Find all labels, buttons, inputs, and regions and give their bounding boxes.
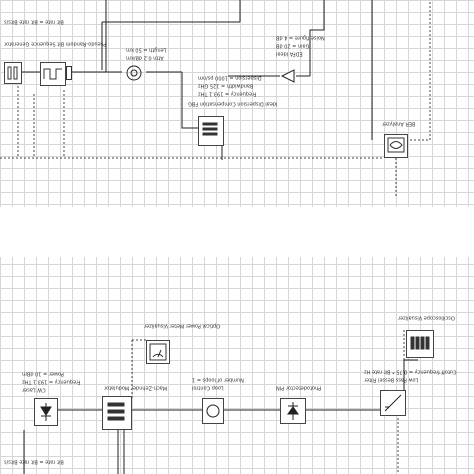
ber-analyzer-block[interactable]: [384, 134, 408, 158]
oscilloscope-label: Oscilloscope Visualizer: [398, 314, 455, 321]
fbg-frequency-label: Frequency = 193.1 THz: [198, 90, 257, 97]
upper-rate-label: Bit rate = Bit rate Bits/s: [4, 18, 64, 25]
fiber-spool-icon: [126, 65, 142, 81]
pulse-icon: [43, 68, 62, 80]
modulator-label: Mach-Zehnder Modulator: [104, 384, 168, 391]
eye-diagram-icon: [387, 137, 405, 153]
oscilloscope-icon: [410, 336, 430, 350]
photodetector-block[interactable]: [280, 398, 306, 424]
filter-curve-icon: [384, 394, 402, 412]
grating-icon: [202, 122, 218, 136]
photodiode-icon: [287, 402, 299, 420]
oscilloscope-block[interactable]: [406, 330, 434, 358]
power-meter-label: Optical Power Meter Visualizer: [144, 322, 221, 329]
circulator-icon: [206, 404, 220, 418]
prbs-generator-block[interactable]: [4, 62, 22, 84]
cw-frequency-label: Frequency = 193.1 THz: [22, 378, 81, 385]
amplifier-triangle-icon: [280, 69, 295, 83]
cw-power-label: Power = 10 dBm: [22, 370, 64, 377]
loop-control-block[interactable]: [202, 398, 224, 424]
fbg-name-label: Ideal Dispersion Compensation FBG: [188, 100, 278, 107]
output-port: [66, 66, 72, 80]
prbs-label: Pseudo-Random Bit Sequence Generator: [4, 40, 107, 47]
cw-name-label: CW Laser: [22, 386, 46, 393]
edfa-gain-label: Gain = 20 dB: [276, 42, 310, 49]
loops-label: Number of loops = 1: [192, 376, 244, 383]
lpf-name-label: Low Pass Bessel Filter: [364, 376, 419, 383]
laser-diode-icon: [40, 403, 52, 421]
fiber-length-label: Length = 50 km: [126, 46, 167, 53]
fbg-bandwidth-label: Bandwidth = 125 GHz: [198, 82, 254, 89]
fbg-dispersion-label: Dispersion = 1000 ps/nm: [198, 74, 262, 81]
lpf-cutoff-label: Cutoff frequency = 0.75 * Bit rate Hz: [364, 368, 457, 375]
low-pass-filter-block[interactable]: [380, 390, 406, 416]
fiber-block[interactable]: [122, 64, 146, 82]
edfa-name-label: EDFA Ideal: [276, 50, 303, 57]
ber-label: BER Analyzer: [382, 120, 416, 127]
edfa-noise-label: Noise figure = 4 dB: [276, 34, 325, 41]
optical-power-meter-block[interactable]: [146, 340, 170, 364]
lower-rate-label: Bit rate = Bit rate Bits/s: [4, 458, 64, 465]
canvas-gap: [0, 207, 474, 257]
cw-laser-block[interactable]: [34, 398, 58, 426]
fbg-block[interactable]: [198, 116, 224, 146]
nrz-generator-block[interactable]: [40, 62, 66, 86]
photodetector-label: Photodetector PIN: [276, 384, 322, 391]
fiber-attn-label: Attn 0.2 dB/km: [126, 54, 164, 61]
mach-zehnder-modulator-block[interactable]: [102, 396, 132, 430]
modulator-icon: [107, 402, 125, 421]
bit-sequence-icon: [7, 66, 18, 80]
meter-dial-icon: [149, 343, 167, 361]
loop-control-label: Loop Control: [192, 384, 224, 391]
edfa-block[interactable]: [280, 68, 296, 84]
